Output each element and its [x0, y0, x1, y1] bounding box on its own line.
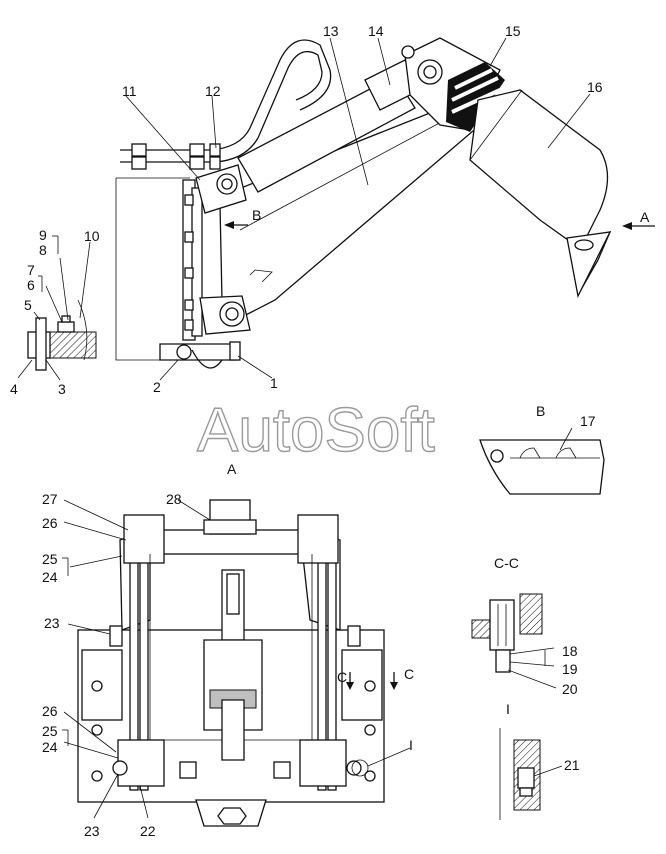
- callout-25-bottom: 25: [42, 723, 58, 739]
- callout-24-bottom: 24: [42, 739, 58, 755]
- callout-7: 7: [27, 262, 35, 278]
- section-cc-title: C-C: [494, 555, 519, 571]
- main-view-leaders: [125, 37, 591, 381]
- callout-15: 15: [505, 23, 521, 39]
- callout-22: 22: [140, 823, 156, 839]
- callout-6: 6: [27, 277, 35, 293]
- callout-17: 17: [580, 413, 596, 429]
- callout-8: 8: [39, 242, 47, 258]
- callout-20: 20: [562, 681, 578, 697]
- detail-i: [499, 728, 563, 820]
- callout-19: 19: [562, 661, 578, 677]
- callout-labels: 1 2 3 4 5 6 7 8 9 10 11 12 13 14 15 16 1…: [10, 23, 603, 839]
- marker-c-right: C: [404, 666, 414, 682]
- callout-3: 3: [58, 381, 66, 397]
- view-a-front: [77, 499, 398, 827]
- callout-27: 27: [42, 491, 58, 507]
- callout-25-top: 25: [42, 551, 58, 567]
- bolt-detail-left: [17, 235, 97, 381]
- callout-18: 18: [562, 643, 578, 659]
- callout-26-bottom: 26: [42, 703, 58, 719]
- view-a-title: A: [227, 461, 237, 477]
- main-side-view: [115, 37, 655, 369]
- watermark: AutoSoft: [197, 396, 435, 465]
- detail-i-title: I: [506, 701, 510, 717]
- callout-21: 21: [564, 757, 580, 773]
- marker-a: A: [640, 209, 650, 225]
- marker-b: B: [252, 207, 261, 223]
- callout-28: 28: [166, 491, 182, 507]
- callout-12: 12: [205, 83, 221, 99]
- view-b-title: B: [536, 403, 545, 419]
- callout-10: 10: [84, 228, 100, 244]
- view-a-leaders: [63, 499, 411, 819]
- callout-4: 4: [10, 381, 18, 397]
- callout-11: 11: [122, 83, 137, 99]
- callout-14: 14: [368, 23, 384, 39]
- marker-detail-i: I: [409, 737, 413, 753]
- callout-13: 13: [323, 23, 339, 39]
- view-a-arrow: [622, 222, 655, 230]
- callout-23-bottom: 23: [84, 823, 100, 839]
- callout-16: 16: [587, 79, 603, 95]
- hydraulic-hoses: [120, 39, 332, 170]
- view-b-detail: [479, 427, 605, 495]
- plate-bolts: [184, 194, 194, 331]
- callout-9: 9: [39, 227, 47, 243]
- callout-23-top: 23: [44, 615, 60, 631]
- marker-c-left: C: [337, 669, 347, 685]
- callout-5: 5: [24, 297, 32, 313]
- callout-2: 2: [153, 379, 161, 395]
- cut-line-c: [346, 672, 398, 690]
- callout-24-top: 24: [42, 569, 58, 585]
- callout-26-top: 26: [42, 515, 58, 531]
- callout-1: 1: [270, 375, 278, 391]
- section-c-c: [471, 593, 557, 689]
- callout-brackets: [62, 557, 69, 746]
- view-b-arrow: [224, 221, 248, 229]
